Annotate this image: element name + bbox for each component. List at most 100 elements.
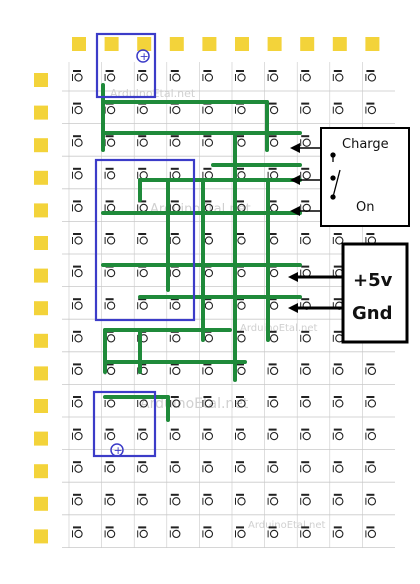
hole-circle: [74, 301, 83, 310]
hole: [267, 461, 279, 473]
hole-circle: [335, 431, 344, 441]
pad-left: [34, 203, 48, 218]
hole: [332, 461, 344, 473]
pad-left: [34, 170, 48, 185]
hole: [267, 102, 279, 115]
hole-circle: [302, 105, 311, 115]
hole-circle: [302, 138, 311, 147]
hole: [332, 330, 344, 343]
hole-circle: [74, 268, 83, 278]
hole: [72, 428, 83, 441]
hole: [365, 526, 377, 539]
hole-circle: [139, 105, 148, 115]
hole-circle: [367, 73, 377, 82]
arrow-5v-head: [288, 272, 298, 282]
hole-circle: [172, 236, 181, 245]
switch-label-on: On: [356, 200, 374, 215]
hole: [202, 461, 214, 473]
hole-circle: [367, 366, 377, 376]
hole-circle: [269, 529, 279, 539]
hole: [72, 526, 83, 539]
watermark-text: ArduinoEtal.net: [240, 323, 318, 334]
hole: [300, 526, 311, 539]
hole: [300, 461, 311, 473]
hole: [332, 493, 344, 506]
hole-circle: [74, 366, 83, 376]
hole-circle: [269, 464, 279, 473]
hole-circle: [172, 464, 181, 473]
switch-box: Charge On: [320, 127, 410, 227]
hole: [169, 298, 181, 310]
hole: [267, 493, 279, 506]
hole: [169, 526, 181, 539]
hole-circle: [204, 529, 214, 539]
hole: [332, 396, 344, 408]
hole: [169, 233, 181, 245]
hole-circle: [302, 236, 311, 245]
hole: [137, 428, 148, 441]
hole-circle: [237, 334, 246, 343]
polarity-circle: [110, 443, 124, 457]
hole: [137, 233, 148, 245]
hole-circle: [172, 171, 181, 180]
hole: [202, 167, 214, 180]
hole-circle: [172, 105, 181, 115]
polarity-sign: +: [140, 50, 149, 63]
hole-circle: [204, 366, 214, 376]
hole-circle: [269, 497, 279, 506]
hole-circle: [302, 529, 311, 539]
switch-label-charge: Charge: [342, 137, 389, 152]
polarity-circle: [136, 49, 150, 63]
hole: [300, 233, 311, 245]
hole: [104, 428, 116, 441]
hole: [300, 102, 311, 115]
hole-circle: [302, 334, 311, 343]
hole: [235, 70, 246, 82]
hole: [104, 102, 116, 115]
hole-circle: [74, 171, 83, 180]
hole-circle: [204, 171, 214, 180]
hole: [300, 265, 311, 278]
hole: [72, 396, 83, 408]
hole-circle: [335, 464, 344, 473]
hole: [235, 526, 246, 539]
hole-circle: [269, 431, 279, 441]
hole-circle: [74, 203, 83, 213]
hole: [365, 363, 377, 376]
hole-circle: [237, 171, 246, 180]
hole-circle: [74, 529, 83, 539]
hole: [104, 298, 116, 310]
hole: [72, 461, 83, 473]
pad-left: [34, 366, 48, 381]
hole: [104, 70, 116, 82]
hole: [169, 461, 181, 473]
pad-top: [104, 37, 119, 51]
hole-circle: [237, 366, 246, 376]
pad-left: [34, 529, 48, 544]
hole: [332, 526, 344, 539]
hole: [365, 493, 377, 506]
hole-circle: [335, 236, 344, 245]
hole: [137, 526, 148, 539]
hole: [332, 233, 344, 245]
pad-left: [34, 496, 48, 511]
hole-circle: [172, 431, 181, 441]
hole: [300, 330, 311, 343]
hole-circle: [204, 464, 214, 473]
hole-circle: [237, 73, 246, 82]
hole-circle: [204, 431, 214, 441]
hole-circle: [139, 73, 148, 82]
hole-circle: [237, 464, 246, 473]
hole: [137, 493, 148, 506]
hole: [169, 396, 181, 408]
pad-left: [34, 333, 48, 348]
edge-pads: [34, 37, 380, 544]
hole-circle: [172, 366, 181, 376]
hole-circle: [106, 366, 116, 376]
hole-circle: [139, 171, 148, 180]
hole-circle: [139, 529, 148, 539]
hole: [169, 363, 181, 376]
hole-circle: [172, 301, 181, 310]
hole: [332, 363, 344, 376]
hole-circle: [237, 138, 246, 147]
